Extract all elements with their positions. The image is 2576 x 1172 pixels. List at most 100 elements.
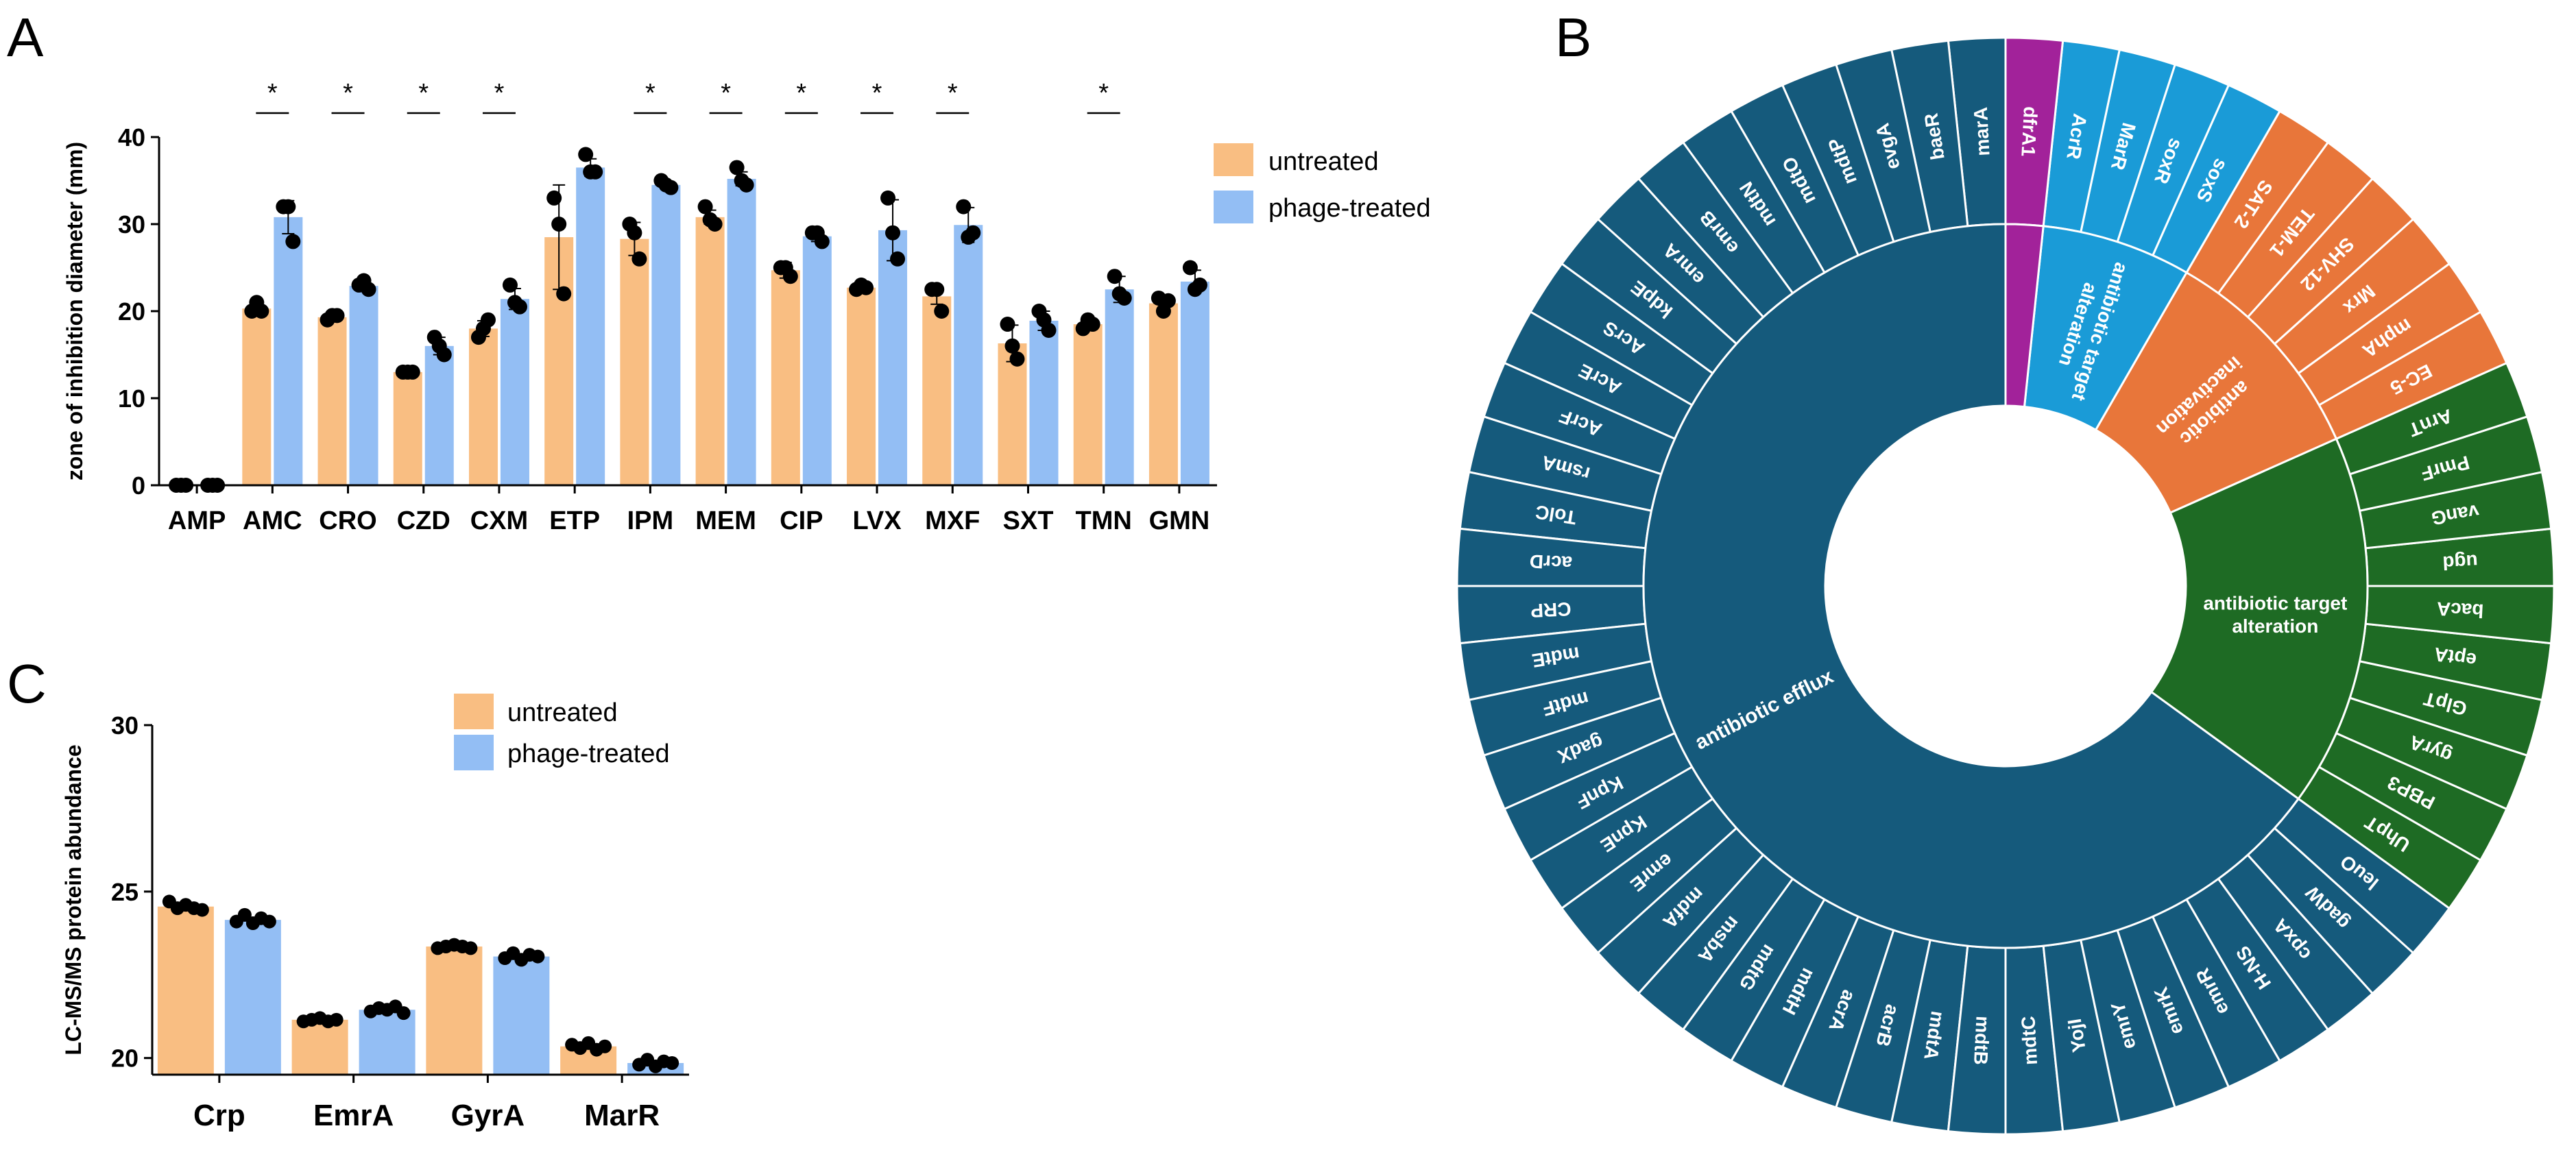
- chart-c-legend: untreated phage-treated: [454, 694, 670, 770]
- xtick-a-CXM: CXM: [470, 506, 528, 535]
- legend-c-swatch-untreated: [454, 694, 494, 729]
- panel-c-label: C: [7, 653, 47, 714]
- category-segment-4: [2004, 223, 2045, 408]
- point-a-CIP-1-2: [814, 234, 830, 249]
- xtick-a-MXF: MXF: [925, 506, 980, 535]
- xtick-c-GyrA: GyrA: [451, 1099, 525, 1132]
- gene-label-bacA: bacA: [2436, 598, 2484, 622]
- point-a-LVX-0-2: [858, 280, 874, 295]
- ytick-a-10: 10: [118, 384, 145, 413]
- gene-label-YojI: YojI: [2064, 1017, 2090, 1054]
- xtick-c-MarR: MarR: [584, 1099, 660, 1132]
- point-a-GMN-0-2: [1160, 293, 1176, 308]
- point-a-IPM-0-1: [627, 225, 642, 241]
- point-a-CXM-0-2: [480, 312, 496, 328]
- bar-c-EmrA-1: [359, 1010, 416, 1075]
- point-c-GyrA-1-4: [531, 949, 545, 964]
- bar-a-CIP-1: [802, 236, 832, 485]
- bar-a-AMC-0: [242, 308, 272, 485]
- xtick-a-AMP: AMP: [168, 506, 226, 535]
- sig-star-LVX: *: [872, 79, 882, 108]
- legend-a-label-phage-treated: phage-treated: [1268, 194, 1431, 223]
- gene-label-acrD: acrD: [1529, 550, 1573, 574]
- bar-a-ETP-1: [576, 167, 605, 485]
- ytick-c-30: 30: [111, 711, 139, 740]
- bar-a-CRO-1: [349, 286, 378, 485]
- sig-star-MEM: *: [721, 79, 731, 108]
- point-a-ETP-0-1: [551, 217, 567, 232]
- point-a-SXT-0-2: [1009, 351, 1025, 367]
- legend-c-label-phage-treated: phage-treated: [507, 740, 670, 768]
- xtick-a-CZD: CZD: [397, 506, 450, 535]
- sig-star-CIP: *: [796, 79, 806, 108]
- point-a-MXF-0-1: [929, 282, 945, 297]
- point-a-CXM-1-2: [511, 299, 527, 315]
- point-a-IPM-0-2: [631, 251, 647, 267]
- point-c-Crp-0-4: [195, 903, 209, 917]
- chart-b-sunburst: marAbaeRevgAmdtPmdtOmdtNemrBemrAkdpEAcrS…: [1456, 36, 2555, 1136]
- sig-star-CXM: *: [494, 79, 505, 108]
- point-a-AMC-1-1: [280, 199, 296, 215]
- sig-star-AMC: *: [267, 79, 278, 108]
- point-a-GMN-1-2: [1192, 277, 1207, 293]
- category-segment-2: [2094, 271, 2338, 515]
- point-a-SXT-0-0: [1000, 317, 1015, 332]
- legend-a-swatch-phage-treated: [1214, 191, 1253, 223]
- bar-a-CXM-1: [500, 299, 529, 485]
- gene-label-marA: marA: [1970, 106, 1994, 156]
- bar-a-CZD-0: [393, 371, 422, 485]
- category-segment-0: [1642, 223, 2300, 949]
- xtick-a-MEM: MEM: [695, 506, 756, 535]
- point-a-TMN-1-0: [1107, 269, 1122, 284]
- xtick-a-IPM: IPM: [627, 506, 674, 535]
- bar-a-MXF-0: [922, 296, 952, 485]
- point-a-MXF-1-0: [956, 199, 972, 215]
- point-c-EmrA-1-4: [396, 1006, 411, 1021]
- chart-a-legend: untreated phage-treated: [1214, 143, 1431, 223]
- point-a-CRO-1-2: [361, 282, 376, 297]
- bar-a-TMN-1: [1105, 289, 1134, 485]
- bar-a-LVX-0: [847, 287, 876, 485]
- point-a-AMC-1-2: [285, 234, 301, 249]
- point-a-CIP-0-2: [782, 269, 798, 284]
- point-a-AMC-0-2: [254, 304, 269, 319]
- sig-star-CZD: *: [418, 79, 429, 108]
- ytick-a-30: 30: [118, 210, 145, 239]
- bar-a-IPM-0: [620, 239, 649, 485]
- xtick-a-LVX: LVX: [852, 506, 902, 535]
- bar-a-LVX-1: [878, 230, 908, 485]
- point-c-MarR-0-4: [598, 1039, 612, 1053]
- gene-label-mdtB: mdtB: [1970, 1016, 1994, 1066]
- point-c-Crp-1-4: [262, 914, 276, 929]
- bar-a-CIP-0: [771, 270, 800, 485]
- bar-a-GMN-1: [1180, 281, 1209, 485]
- panel-b-label: B: [1555, 7, 1591, 68]
- point-c-Crp-1-1: [237, 907, 252, 922]
- ytick-a-20: 20: [118, 297, 145, 326]
- legend-a-swatch-untreated: [1214, 143, 1253, 176]
- bar-a-CXM-0: [468, 328, 498, 485]
- gene-label-dfrA1: dfrA1: [2017, 106, 2041, 158]
- bar-c-Crp-1: [224, 920, 281, 1075]
- point-a-CRO-0-2: [329, 308, 345, 323]
- category-segment-3: [2023, 225, 2189, 432]
- xtick-a-CRO: CRO: [319, 506, 376, 535]
- point-a-LVX-1-0: [880, 190, 896, 206]
- point-a-CZD-0-2: [405, 364, 420, 380]
- xtick-a-TMN: TMN: [1076, 506, 1132, 535]
- point-a-CXM-1-0: [502, 277, 518, 293]
- xtick-a-ETP: ETP: [549, 506, 600, 535]
- ylabel-a: zone of inhibition diameter (mm): [62, 142, 87, 480]
- point-c-EmrA-0-4: [329, 1012, 344, 1027]
- bar-c-Crp-0: [157, 906, 214, 1075]
- bar-a-CZD-1: [424, 345, 454, 485]
- sunburst-center-hole: [1827, 407, 2184, 765]
- xtick-a-CIP: CIP: [780, 506, 823, 535]
- point-a-MEM-0-0: [697, 199, 713, 215]
- xtick-a-AMC: AMC: [243, 506, 302, 535]
- bar-a-AMC-1: [274, 217, 303, 485]
- bar-a-MXF-1: [954, 225, 983, 485]
